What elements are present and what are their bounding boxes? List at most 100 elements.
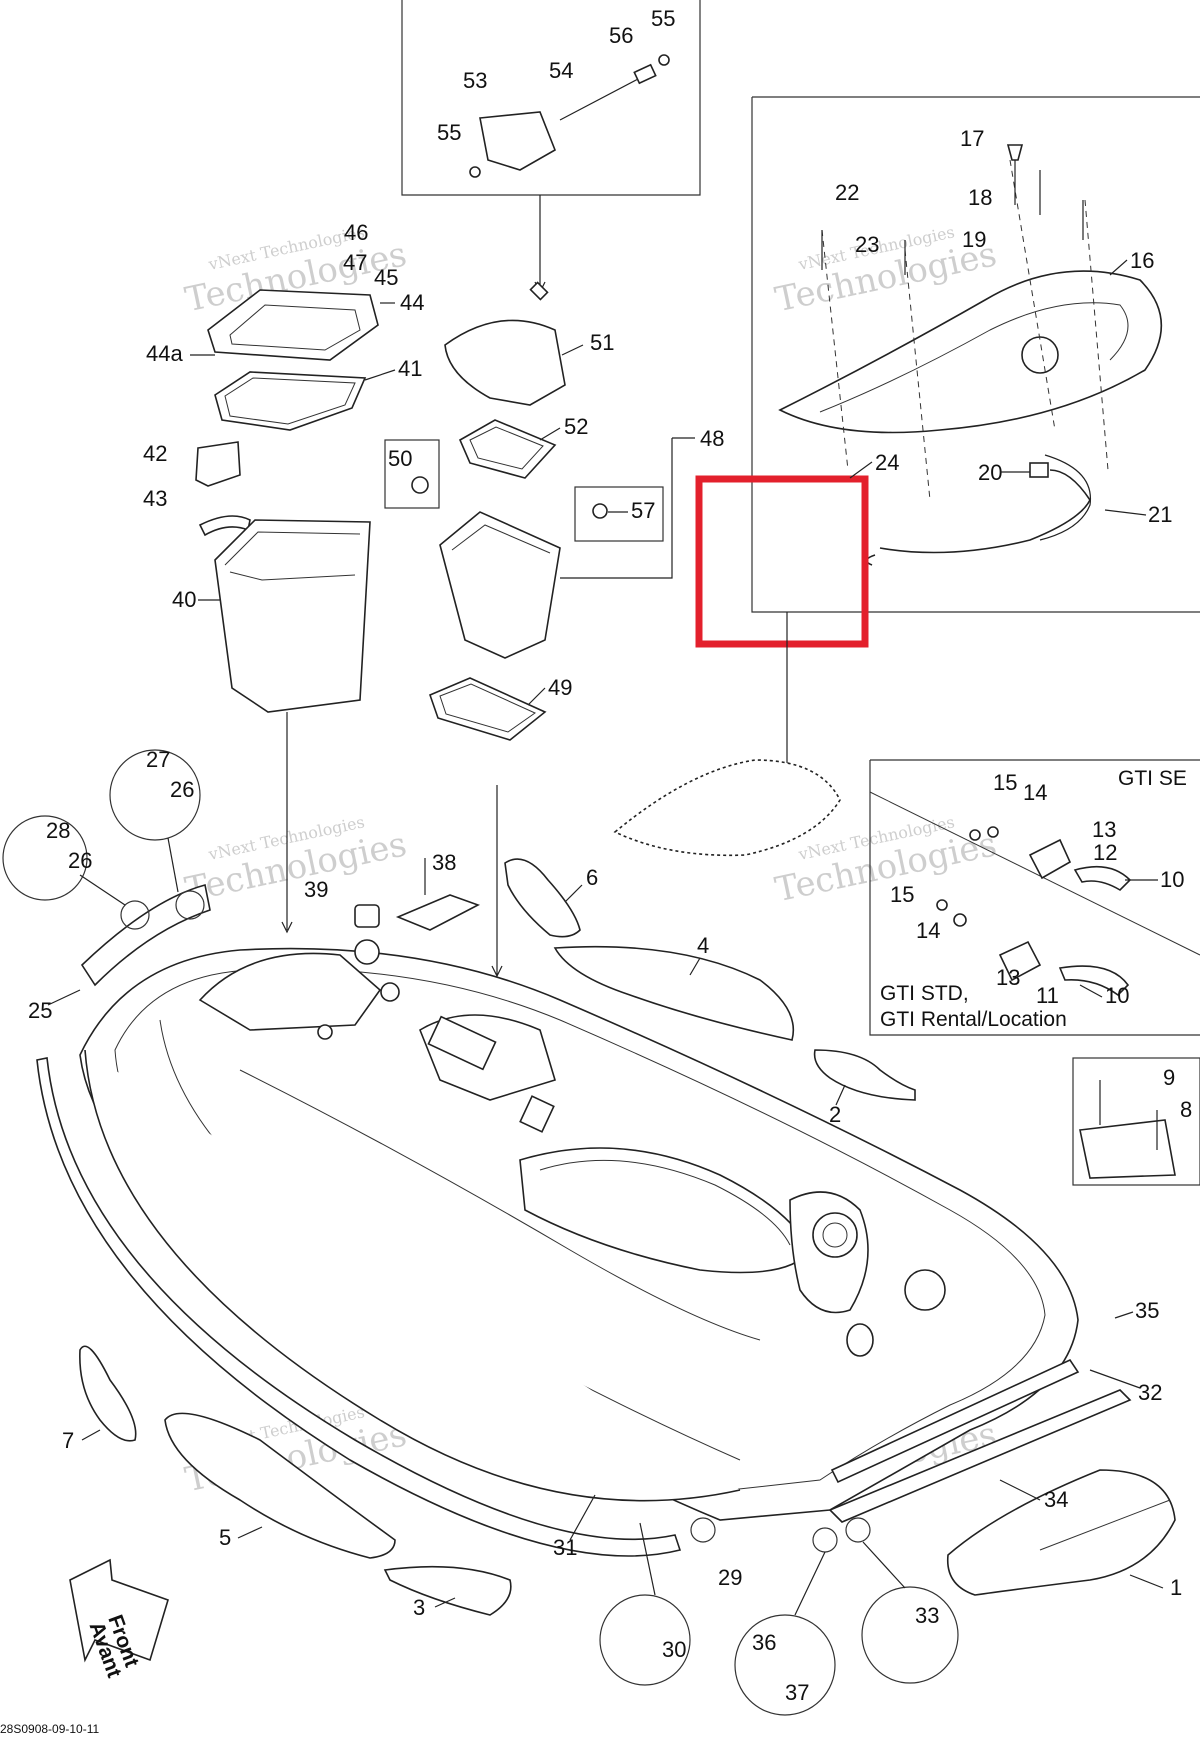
callout-10b: 10 bbox=[1105, 983, 1129, 1008]
callout-44a: 44a bbox=[146, 341, 183, 366]
bracket-42-part bbox=[195, 441, 241, 487]
decal-7 bbox=[79, 1345, 137, 1442]
callout-14b: 14 bbox=[916, 918, 940, 943]
callout-36: 36 bbox=[752, 1630, 776, 1655]
platform-16-part bbox=[778, 270, 1163, 434]
rivet-inset bbox=[1072, 1057, 1200, 1186]
callout-4: 4 bbox=[697, 933, 709, 958]
callout-43: 43 bbox=[143, 486, 167, 511]
cover-51-part bbox=[444, 319, 566, 406]
callout-57: 57 bbox=[631, 498, 655, 523]
decal-1 bbox=[946, 1469, 1176, 1596]
callout-29: 29 bbox=[718, 1565, 742, 1590]
front-fairing-25 bbox=[80, 884, 211, 987]
glovebox-bin-part bbox=[439, 511, 561, 659]
gasket-41-part bbox=[214, 371, 367, 431]
seal-38 bbox=[395, 894, 480, 931]
storage-bin-40 bbox=[214, 519, 371, 934]
rear-platform-inset bbox=[751, 96, 1200, 613]
rub-rail-31 bbox=[36, 1049, 741, 1557]
callout-39: 39 bbox=[304, 877, 328, 902]
callout-45: 45 bbox=[374, 265, 398, 290]
callout-2: 2 bbox=[829, 1102, 841, 1127]
detail-circles bbox=[2, 749, 959, 1716]
callout-26a: 26 bbox=[170, 777, 194, 802]
callout-5: 5 bbox=[219, 1525, 231, 1550]
callout-17: 17 bbox=[960, 126, 984, 151]
callout-22: 22 bbox=[835, 180, 859, 205]
callout-54: 54 bbox=[549, 58, 573, 83]
callout-38: 38 bbox=[432, 850, 456, 875]
callout-3: 3 bbox=[413, 1595, 425, 1620]
callout-30: 30 bbox=[662, 1637, 686, 1662]
gasket-49-part bbox=[428, 677, 547, 741]
decal-4 bbox=[553, 945, 794, 1041]
callout-32: 32 bbox=[1138, 1380, 1162, 1405]
decal-2 bbox=[813, 1049, 916, 1101]
hatch-latch-assembly bbox=[401, 0, 701, 301]
gti-rental-label: GTI Rental/Location bbox=[880, 1008, 1067, 1031]
gti-se-label: GTI SE bbox=[1118, 767, 1187, 790]
callout-12: 12 bbox=[1093, 840, 1117, 865]
glove-box-assembly bbox=[384, 319, 673, 978]
tow-hook-inset bbox=[869, 759, 1200, 1036]
highlight-box bbox=[695, 475, 869, 648]
callout-10a: 10 bbox=[1160, 867, 1184, 892]
callout-20: 20 bbox=[978, 460, 1002, 485]
callout-21: 21 bbox=[1148, 502, 1172, 527]
decal-6 bbox=[504, 858, 581, 938]
inset-57-box bbox=[574, 486, 664, 542]
callout-6: 6 bbox=[586, 865, 598, 890]
callout-27: 27 bbox=[146, 747, 170, 772]
rear-platform-ghost bbox=[613, 759, 841, 857]
callout-26b: 26 bbox=[68, 848, 92, 873]
callout-18: 18 bbox=[968, 185, 992, 210]
rub-rail-34 bbox=[828, 1389, 1132, 1523]
callout-35: 35 bbox=[1135, 1298, 1159, 1323]
callout-31: 31 bbox=[553, 1535, 577, 1560]
callout-28: 28 bbox=[46, 818, 70, 843]
cover-44-part bbox=[207, 289, 379, 361]
callout-46: 46 bbox=[344, 220, 368, 245]
tow-inset-frame bbox=[869, 759, 1200, 1036]
leader-lines bbox=[47, 259, 1164, 1608]
decal-5 bbox=[164, 1412, 396, 1559]
callout-40: 40 bbox=[172, 587, 196, 612]
callout-51: 51 bbox=[590, 330, 614, 355]
callout-50: 50 bbox=[388, 446, 412, 471]
callout-15b: 15 bbox=[890, 882, 914, 907]
storage-cover-assembly bbox=[195, 289, 379, 537]
callout-44: 44 bbox=[400, 290, 424, 315]
decal-3 bbox=[383, 1565, 512, 1616]
reference-code: 28S0908-09-10-11 bbox=[0, 1722, 100, 1736]
gti-std-label: GTI STD, bbox=[880, 982, 969, 1005]
callout-47: 47 bbox=[343, 250, 367, 275]
callout-33: 33 bbox=[915, 1603, 939, 1628]
callout-55b: 55 bbox=[437, 120, 461, 145]
callout-37: 37 bbox=[785, 1680, 809, 1705]
callout-14a: 14 bbox=[1023, 780, 1047, 805]
hatch-door-part bbox=[479, 111, 556, 171]
callout-53: 53 bbox=[463, 68, 487, 93]
rail-32 bbox=[830, 1358, 1080, 1484]
callout-48: 48 bbox=[700, 426, 724, 451]
callout-13a: 13 bbox=[1092, 817, 1116, 842]
callout-labels: 1 2 3 4 5 6 7 8 9 10 10 11 12 13 13 14 1… bbox=[28, 6, 1192, 1705]
callout-15a: 15 bbox=[993, 770, 1017, 795]
callout-7: 7 bbox=[62, 1428, 74, 1453]
callout-23: 23 bbox=[855, 232, 879, 257]
gasket-52-part bbox=[458, 419, 557, 479]
callout-1: 1 bbox=[1170, 1575, 1182, 1600]
callout-8: 8 bbox=[1180, 1097, 1192, 1122]
front-direction-arrow: Front Avant bbox=[69, 1558, 169, 1681]
callout-34: 34 bbox=[1044, 1487, 1068, 1512]
callout-9: 9 bbox=[1163, 1065, 1175, 1090]
callout-42: 42 bbox=[143, 441, 167, 466]
callout-25: 25 bbox=[28, 998, 52, 1023]
callout-16: 16 bbox=[1130, 248, 1154, 273]
rear-inset-frame bbox=[751, 96, 1200, 613]
watermark-3: vNext Technologies Technologies bbox=[182, 812, 410, 910]
callout-19: 19 bbox=[962, 227, 986, 252]
callout-13b: 13 bbox=[996, 965, 1020, 990]
